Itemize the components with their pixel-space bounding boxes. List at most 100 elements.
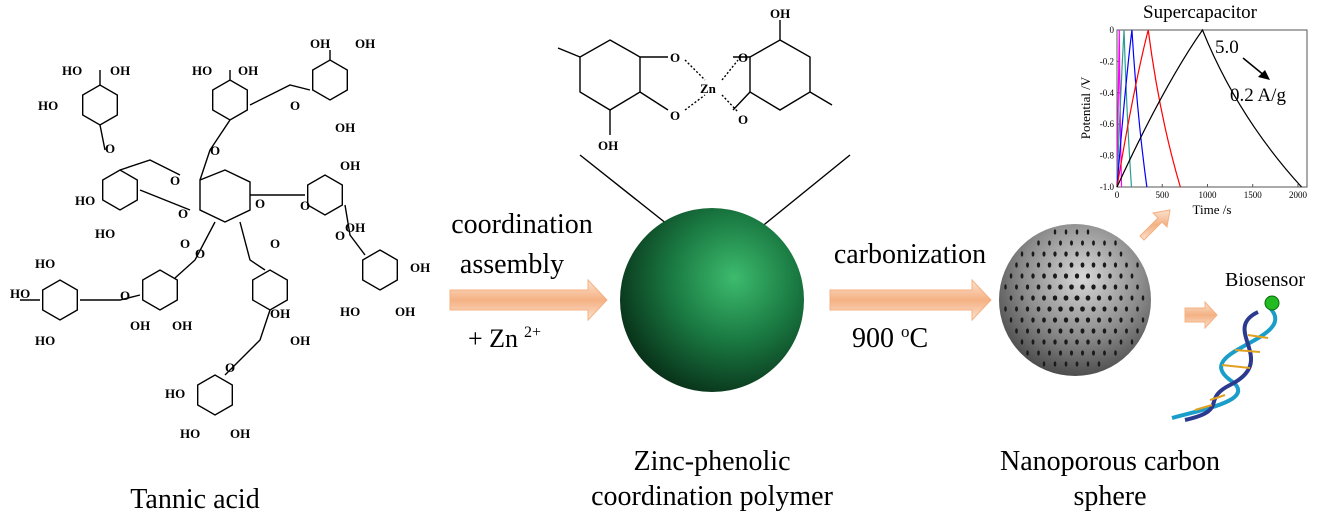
pore (1059, 240, 1062, 246)
pore (1125, 328, 1128, 334)
series-line-0-5-A-g (1116, 29, 1181, 188)
pore (1113, 306, 1118, 312)
pore (1141, 295, 1145, 301)
hydroxyl-label: OH (340, 158, 360, 173)
pore (1086, 251, 1090, 257)
pore (1048, 240, 1051, 246)
pore (1097, 317, 1101, 323)
hydroxyl-label: OH (410, 260, 430, 275)
hydroxyl-label: OH (238, 63, 258, 78)
pore (1086, 229, 1090, 235)
pore (1103, 350, 1106, 356)
pore (1125, 262, 1128, 268)
pore (1047, 328, 1052, 334)
pore (1037, 350, 1040, 356)
pore (1020, 295, 1024, 301)
pore (1042, 339, 1046, 345)
hydroxyl-label: OH (172, 318, 192, 333)
pore (1058, 328, 1063, 334)
pore (1108, 273, 1112, 279)
pore (1119, 295, 1123, 301)
oxygen-label: O (738, 112, 748, 127)
oxygen-label: O (178, 206, 188, 221)
pore (1058, 350, 1063, 356)
pore (1080, 350, 1085, 356)
hydroxyl-label: HO (95, 226, 115, 241)
pore (1015, 284, 1018, 290)
oxygen-label: O (670, 50, 680, 65)
oxygen-label: O (255, 196, 265, 211)
oxygen-label: O (105, 141, 115, 156)
pore (1036, 328, 1041, 334)
chart-plot-area (1116, 29, 1308, 188)
oxygen-label: O (170, 173, 180, 188)
pore (1085, 273, 1091, 279)
pore (1047, 262, 1052, 268)
chart-annotation-arrow (1242, 57, 1270, 80)
oxygen-label: O (180, 236, 190, 251)
pore (1063, 295, 1069, 301)
pore (1119, 251, 1123, 257)
pore (1136, 328, 1139, 334)
hydroxyl-label: HO (38, 98, 58, 113)
pore (1108, 339, 1112, 345)
pore (1047, 284, 1052, 290)
benzene-ring (42, 279, 79, 321)
x-tick-label: 1000 (1198, 190, 1217, 200)
pore (1097, 273, 1101, 279)
pore (1136, 306, 1139, 312)
pore (1020, 273, 1024, 279)
pore (1020, 251, 1024, 257)
pore (1130, 295, 1134, 301)
y-tick-label: -0.8 (1100, 151, 1115, 161)
pore (1053, 229, 1057, 235)
pore (1009, 295, 1013, 301)
pore (1036, 306, 1041, 312)
pore (1025, 306, 1030, 312)
pore (1124, 284, 1129, 290)
pore (1075, 339, 1079, 345)
benzene-ring (211, 79, 249, 121)
step2-label: carbonization (834, 239, 986, 270)
oxygen-label: O (335, 228, 345, 243)
y-tick-label: -0.6 (1100, 119, 1115, 129)
hydroxyl-label: OH (345, 220, 365, 235)
pore (1031, 295, 1035, 301)
pore (1052, 317, 1058, 323)
y-tick-label: 0 (1110, 25, 1115, 35)
pore (1085, 317, 1091, 323)
oxygen-label: O (120, 288, 130, 303)
pore (1031, 339, 1035, 345)
pore (1114, 350, 1117, 356)
pore (1091, 262, 1096, 268)
pore (1004, 284, 1007, 290)
oxygen-label: O (195, 246, 205, 261)
y-tick-label: -0.2 (1100, 56, 1114, 66)
x-tick-label: 2000 (1289, 190, 1308, 200)
glucose-ring (199, 169, 251, 223)
pore (1070, 240, 1073, 246)
hydroxyl-label: OH (770, 6, 790, 21)
ester-bonds (20, 50, 366, 376)
pore (1102, 328, 1107, 334)
oxygen-label: O (670, 108, 680, 123)
hydroxyl-label: HO (35, 256, 55, 271)
pore (1130, 317, 1134, 323)
hydroxyl-label: OH (130, 318, 150, 333)
tannic-acid-structure (20, 50, 398, 416)
phenol-ring-left (579, 39, 641, 111)
pore (1015, 262, 1018, 268)
pore (1042, 273, 1046, 279)
step1-label-line2: assembly (460, 249, 564, 280)
pore (1108, 251, 1112, 257)
pore (1113, 262, 1118, 268)
pore (1102, 306, 1107, 312)
biosensor-label: Biosensor (1225, 269, 1305, 291)
pore (1063, 317, 1069, 323)
pore (1026, 350, 1029, 356)
dna-helix-icon (1171, 306, 1278, 422)
pore (1042, 361, 1046, 367)
